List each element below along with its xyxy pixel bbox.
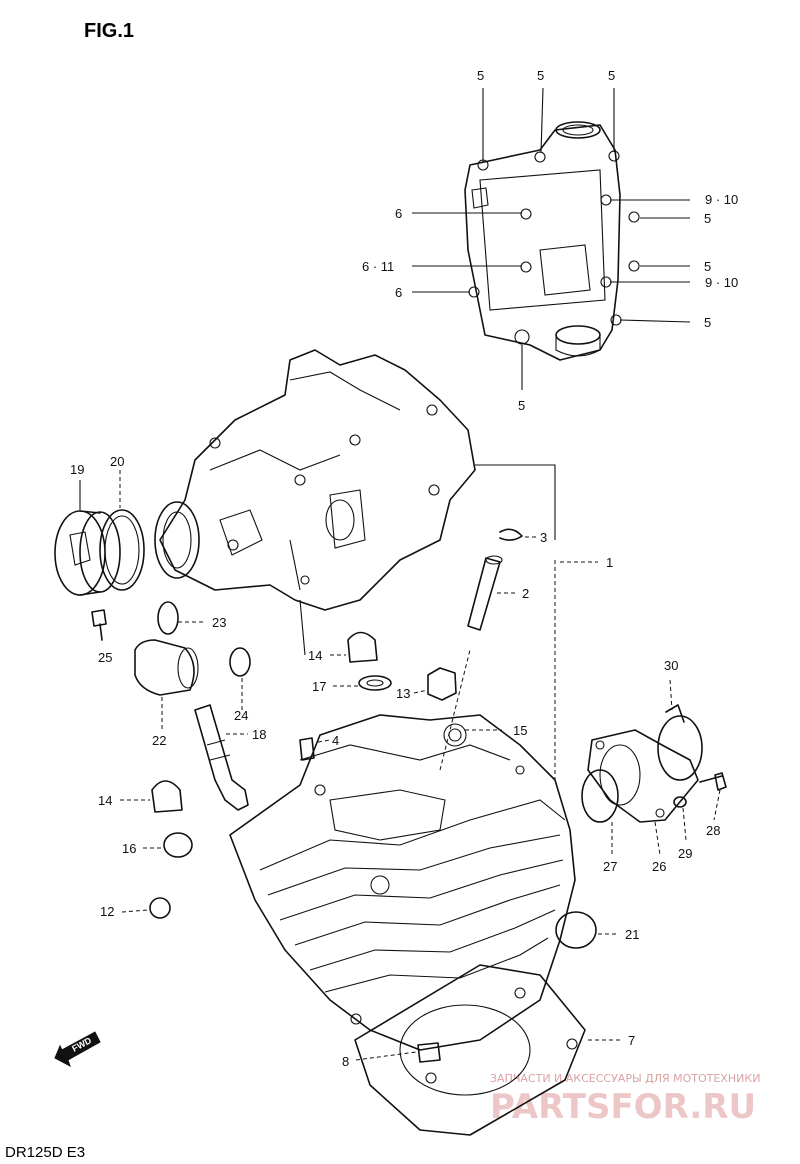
callout-18: 18	[252, 727, 266, 742]
plug-21	[555, 911, 597, 949]
callout-9-10: 9 · 10	[705, 275, 738, 290]
callout-23: 23	[212, 615, 226, 630]
forward-direction-arrow-icon: FWD	[54, 1031, 101, 1068]
callout-28: 28	[706, 823, 720, 838]
callout-6: 6	[395, 206, 402, 221]
callout-5: 5	[704, 211, 711, 226]
callout-5: 5	[704, 315, 711, 330]
leader-lines	[79, 87, 721, 1061]
callout-7: 7	[628, 1033, 635, 1048]
callout-1: 1	[606, 555, 613, 570]
dowel-4	[299, 737, 315, 761]
o-ring-23	[157, 601, 179, 635]
callout-5: 5	[477, 68, 484, 83]
washer-16	[163, 832, 193, 858]
callout-labels: 5 5 5 9 · 10 6 5 6 · 11 5 9 · 10 6 5 5 1…	[70, 68, 738, 1069]
washer-17	[358, 675, 392, 691]
callout-14: 14	[98, 793, 112, 808]
callout-25: 25	[98, 650, 112, 665]
callout-5: 5	[537, 68, 544, 83]
callout-3: 3	[540, 530, 547, 545]
callout-15: 15	[513, 723, 527, 738]
intake-pipe	[587, 729, 699, 823]
callout-19: 19	[70, 462, 84, 477]
callout-4: 4	[332, 733, 339, 748]
watermark-brand: PARTSFOR.RU	[490, 1087, 756, 1127]
o-ring-24	[229, 647, 251, 677]
callout-21: 21	[625, 927, 639, 942]
cylinder-head	[154, 349, 476, 656]
callout-17: 17	[312, 679, 326, 694]
cylinder-head-cover	[464, 121, 640, 361]
intake-clamp	[657, 704, 703, 781]
callout-12: 12	[100, 904, 114, 919]
screw-28	[699, 772, 727, 791]
cylinder	[229, 714, 576, 1051]
dowel-pin	[417, 1042, 441, 1063]
figure-title: FIG.1	[84, 20, 134, 42]
cap-22	[134, 639, 199, 696]
callout-20: 20	[110, 454, 124, 469]
valve-guide	[467, 555, 503, 631]
nut-13	[427, 667, 457, 701]
model-code: DR125D E3	[5, 1144, 85, 1161]
plug-12	[149, 897, 171, 919]
cap-14-lower	[151, 780, 183, 813]
callout-30: 30	[664, 658, 678, 673]
callout-5: 5	[704, 259, 711, 274]
cap-14-upper	[347, 631, 378, 663]
callout-5: 5	[608, 68, 615, 83]
callout-13: 13	[396, 686, 410, 701]
callout-26: 26	[652, 859, 666, 874]
callout-22: 22	[152, 733, 166, 748]
bolt-25	[91, 609, 107, 641]
watermark-tagline: ЗАПЧАСТИ И АКСЕССУАРЫ ДЛЯ МОТОТЕХНИКИ	[490, 1072, 760, 1085]
spark-plug	[194, 704, 249, 811]
callout-27: 27	[603, 859, 617, 874]
callout-29: 29	[678, 846, 692, 861]
callout-24: 24	[234, 708, 248, 723]
washer-29	[673, 796, 687, 808]
callout-9-10: 9 · 10	[705, 192, 738, 207]
callout-6-11: 6 · 11	[362, 259, 394, 274]
inspection-cap	[54, 510, 121, 596]
callout-6: 6	[395, 285, 402, 300]
callout-2: 2	[522, 586, 529, 601]
callout-16: 16	[122, 841, 136, 856]
callout-5: 5	[518, 398, 525, 413]
circlip	[499, 528, 523, 541]
intake-o-ring	[581, 769, 619, 823]
inspection-cap-o-ring	[99, 509, 145, 591]
cylinder-base-gasket	[350, 964, 586, 1136]
callout-8: 8	[342, 1054, 349, 1069]
callout-14: 14	[308, 648, 322, 663]
